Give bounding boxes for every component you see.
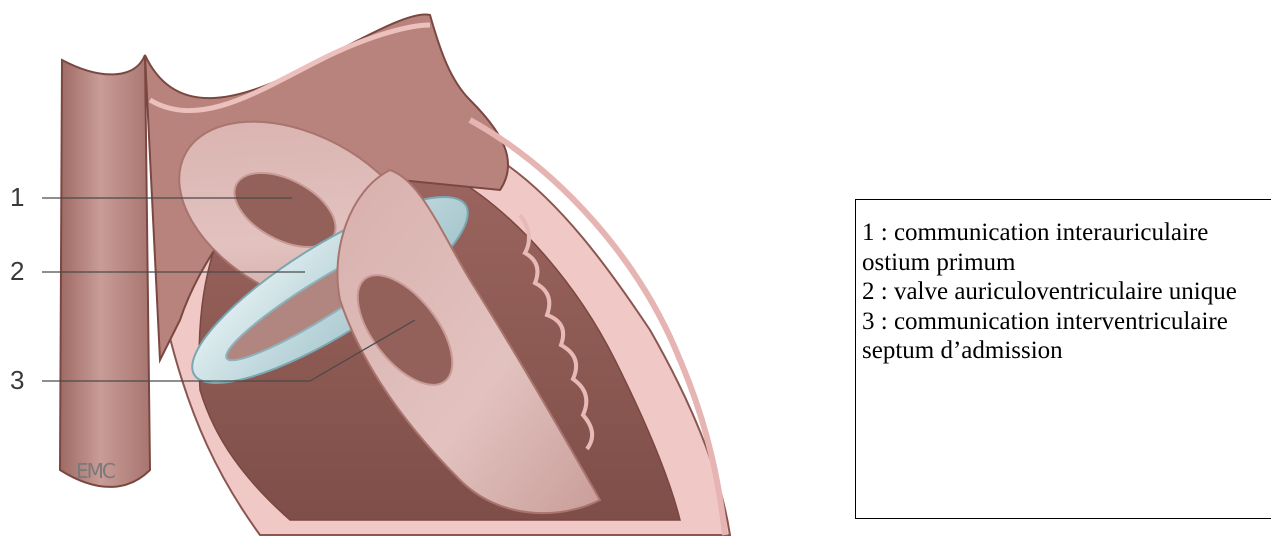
- legend-item-1: 1 : communication interauriculaire ostiu…: [862, 218, 1271, 277]
- heart-defect-illustration: 1 2 3 EMC: [0, 0, 830, 549]
- callout-1: 1: [10, 182, 24, 212]
- legend-item-3: 3 : communication interventriculaire sep…: [862, 307, 1271, 366]
- vena-cava: [60, 55, 150, 487]
- callout-2: 2: [10, 256, 24, 286]
- emc-logo: EMC: [76, 459, 115, 483]
- legend-item-2: 2 : valve auriculoventriculaire unique: [862, 277, 1271, 307]
- legend-box: 1 : communication interauriculaire ostiu…: [855, 199, 1271, 519]
- callout-3: 3: [10, 365, 24, 395]
